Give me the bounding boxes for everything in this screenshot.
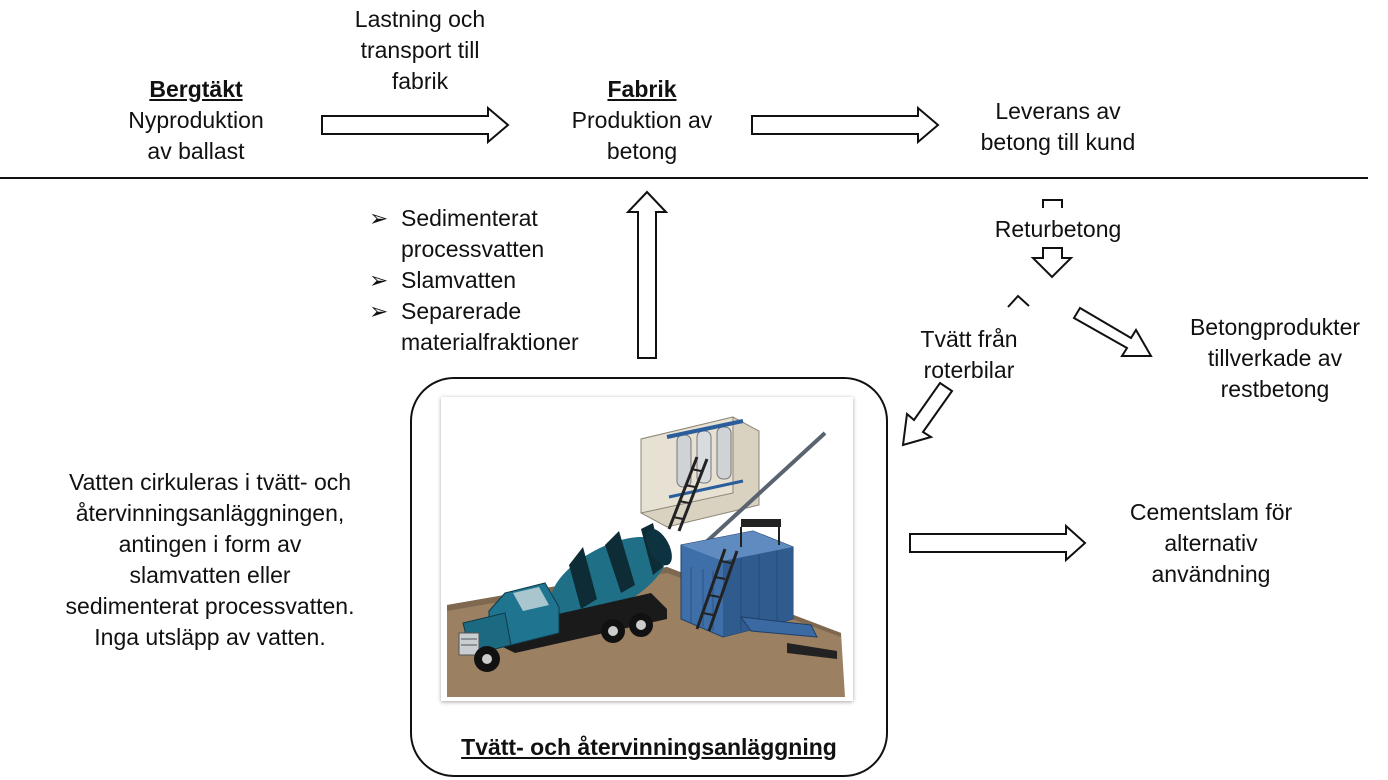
wash-label: Tvätt från roterbilar — [888, 324, 1050, 386]
water-note: Vatten cirkuleras i tvätt- och återvinni… — [40, 467, 380, 653]
arrow-wash-to-plant — [901, 381, 954, 447]
plant-caption: Tvätt- och återvinningsanläggning — [461, 734, 837, 760]
quarry-line2: av ballast — [147, 138, 245, 164]
wash-line2: roterbilar — [923, 357, 1015, 383]
list-item-line2: processvatten — [401, 236, 545, 262]
products-line1: Betongprodukter — [1189, 314, 1361, 340]
container — [680, 519, 837, 659]
factory-line1: Produktion av — [571, 107, 713, 133]
arrow-to-products — [1072, 306, 1153, 357]
list-item-line2: materialfraktioner — [401, 329, 579, 355]
returned-concrete-text: Returbetong — [994, 216, 1122, 242]
list-item-line1: Separerade — [401, 298, 522, 324]
sludge-line1: Cementslam för — [1129, 499, 1293, 525]
mixer-truck — [458, 523, 672, 672]
list-item: ➢ Sedimenterat processvatten — [367, 203, 579, 265]
arrow-plant-to-factory — [625, 190, 669, 359]
water-note-line4: slamvatten eller — [129, 562, 291, 588]
products-line2: tillverkade av — [1207, 345, 1343, 371]
arrow-factory-to-delivery — [751, 105, 940, 145]
list-item-line1: Slamvatten — [401, 267, 517, 293]
sludge-line2: alternativ — [1164, 530, 1258, 556]
factory-title: Fabrik — [607, 76, 677, 102]
plant-panel — [410, 377, 888, 777]
factory-node: Fabrik Produktion av betong — [548, 74, 736, 167]
boom — [701, 431, 827, 547]
sludge-line3: användning — [1151, 561, 1271, 587]
list-item: ➢ Slamvatten — [367, 265, 579, 296]
water-note-line5: sedimenterat processvatten. — [65, 593, 355, 619]
quarry-node: Bergtäkt Nyproduktion av ballast — [108, 74, 284, 167]
plant-drawing — [447, 416, 845, 697]
quarry-title: Bergtäkt — [149, 76, 243, 102]
water-note-line1: Vatten cirkuleras i tvätt- och — [68, 469, 352, 495]
arrow-quarry-to-factory — [321, 105, 510, 145]
arrow-wash-stub — [1007, 294, 1030, 308]
silo-structure — [640, 416, 760, 532]
water-note-line2: återvinningsanläggningen, — [75, 500, 345, 526]
returned-concrete-label: Returbetong — [970, 214, 1146, 245]
water-note-line6: Inga utsläpp av vatten. — [94, 624, 326, 650]
products-line3: restbetong — [1220, 376, 1330, 402]
delivery-line2: betong till kund — [980, 129, 1136, 155]
sludge-node: Cementslam för alternativ användning — [1108, 497, 1314, 590]
list-item: ➢ Separerade materialfraktioner — [367, 296, 579, 358]
list-item-line1: Sedimenterat — [401, 205, 538, 231]
transport-line1: Lastning och — [354, 6, 486, 32]
quarry-line1: Nyproduktion — [128, 107, 264, 133]
transport-line3: fabrik — [391, 68, 449, 94]
bullet-arrow-icon: ➢ — [369, 205, 389, 231]
bullet-arrow-icon: ➢ — [369, 298, 389, 324]
products-node: Betongprodukter tillverkade av restbeton… — [1168, 312, 1382, 405]
wash-line1: Tvätt från — [920, 326, 1018, 352]
arrow-returned-down — [1030, 247, 1074, 279]
arrow-plant-to-sludge — [909, 523, 1087, 563]
recovered-materials-list: ➢ Sedimenterat processvatten ➢ Slamvatte… — [367, 203, 579, 358]
delivery-node: Leverans av betong till kund — [958, 96, 1158, 158]
water-note-line3: antingen i form av — [118, 531, 302, 557]
plant-illustration — [441, 397, 853, 701]
arrow-returned-top-stub — [1042, 199, 1063, 208]
factory-line2: betong — [606, 138, 678, 164]
transport-label: Lastning och transport till fabrik — [322, 4, 518, 97]
transport-line2: transport till — [360, 37, 480, 63]
delivery-line1: Leverans av — [995, 98, 1121, 124]
bullet-arrow-icon: ➢ — [369, 267, 389, 293]
